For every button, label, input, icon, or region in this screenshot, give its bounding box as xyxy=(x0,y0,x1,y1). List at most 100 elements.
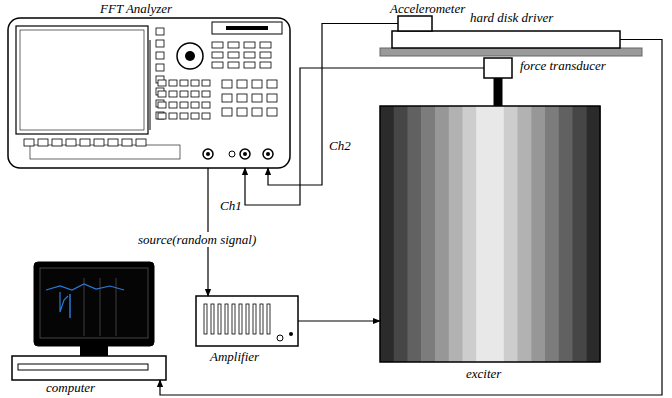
button-symbol xyxy=(244,52,255,58)
softkey-symbol xyxy=(52,139,62,146)
vent-slot xyxy=(253,304,256,334)
button-symbol xyxy=(244,62,255,68)
button-symbol xyxy=(191,113,199,119)
exciter-stripe xyxy=(573,106,587,362)
vent-slot xyxy=(218,304,221,334)
node-label: Accelerometer xyxy=(390,1,465,16)
exciter-stripe xyxy=(545,106,559,362)
softkey-symbol xyxy=(108,139,118,146)
signal-wire xyxy=(160,40,662,396)
button-symbol xyxy=(180,91,188,97)
button-symbol xyxy=(222,108,232,116)
wire-label: source(random signal) xyxy=(136,232,258,247)
button-symbol xyxy=(267,108,277,116)
softkey-symbol xyxy=(66,139,76,146)
node-label: hard disk driver xyxy=(470,10,553,25)
analyzer-node: FFT Analyzer xyxy=(8,18,290,168)
computer-drawing xyxy=(12,262,166,380)
button-symbol xyxy=(169,80,177,86)
device-node: hard disk driver xyxy=(392,31,620,48)
exciter-stripe xyxy=(380,106,394,362)
signal-wire xyxy=(268,24,398,186)
amplifier-drawing xyxy=(196,296,298,346)
transducer-body xyxy=(484,58,512,78)
button-symbol xyxy=(202,102,210,108)
vent-slot xyxy=(211,304,214,334)
button-symbol xyxy=(158,113,166,119)
node-label: Amplifier xyxy=(210,349,259,364)
vent-slot xyxy=(204,304,207,334)
button-symbol xyxy=(260,62,271,68)
button-symbol xyxy=(202,113,210,119)
softkey-symbol xyxy=(94,139,104,146)
button-symbol xyxy=(202,80,210,86)
exciter-stripe xyxy=(518,106,532,362)
exciter-stripe xyxy=(421,106,435,362)
exciter-drawing xyxy=(380,106,601,362)
sensor-node: force transducer xyxy=(484,58,512,78)
button-symbol xyxy=(244,42,255,48)
exciter-node: exciter xyxy=(380,106,600,362)
softkey-symbol xyxy=(136,139,146,146)
button-symbol xyxy=(267,94,277,102)
softkey-symbol xyxy=(24,139,34,146)
wire-label: Ch2 xyxy=(327,138,353,153)
amplifier-node: Amplifier xyxy=(196,296,298,346)
softkey-symbol xyxy=(122,139,132,146)
wire-label: Ch1 xyxy=(218,198,244,213)
mount-plate xyxy=(380,48,642,56)
button-symbol xyxy=(228,52,239,58)
sensor-node: Accelerometer xyxy=(398,16,432,31)
button-symbol xyxy=(156,40,164,47)
node-label: computer xyxy=(46,380,95,395)
exciter-stripe xyxy=(408,106,422,362)
button-symbol xyxy=(202,91,210,97)
exciter-stripe xyxy=(463,106,477,362)
button-symbol xyxy=(156,52,164,59)
exciter-outline xyxy=(380,106,600,362)
exciter-stripe xyxy=(531,106,545,362)
accelerometer-body xyxy=(398,16,432,31)
button-symbol xyxy=(158,102,166,108)
button-symbol xyxy=(222,80,232,88)
exciter-stripe xyxy=(449,106,463,362)
button-symbol xyxy=(169,102,177,108)
button-symbol xyxy=(260,42,271,48)
vent-slot xyxy=(232,304,235,334)
button-symbol xyxy=(237,80,247,88)
button-symbol xyxy=(169,91,177,97)
exciter-stripe xyxy=(394,106,408,362)
button-symbol xyxy=(158,80,166,86)
button-symbol xyxy=(212,62,223,68)
button-symbol xyxy=(252,94,262,102)
shaker-rod xyxy=(494,78,503,106)
button-symbol xyxy=(156,28,164,35)
exciter-stripe xyxy=(490,106,504,362)
node-label: exciter xyxy=(466,366,501,381)
button-symbol xyxy=(237,108,247,116)
exciter-stripe xyxy=(559,106,573,362)
button-symbol xyxy=(191,80,199,86)
vent-slot xyxy=(239,304,242,334)
button-symbol xyxy=(237,94,247,102)
button-symbol xyxy=(156,64,164,71)
button-symbol xyxy=(180,80,188,86)
button-symbol xyxy=(228,42,239,48)
button-symbol xyxy=(212,52,223,58)
signal-wire xyxy=(298,320,380,321)
disk-drive-body xyxy=(392,31,620,48)
node-label: FFT Analyzer xyxy=(100,1,172,16)
button-symbol xyxy=(267,80,277,88)
button-symbol xyxy=(212,42,223,48)
button-symbol xyxy=(252,108,262,116)
computer-node: computer xyxy=(12,262,166,380)
node-label: force transducer xyxy=(520,58,606,73)
softkey-symbol xyxy=(38,139,48,146)
button-symbol xyxy=(169,113,177,119)
button-symbol xyxy=(191,91,199,97)
exciter-stripe xyxy=(435,106,449,362)
button-symbol xyxy=(228,62,239,68)
button-symbol xyxy=(222,94,232,102)
vent-slot xyxy=(246,304,249,334)
